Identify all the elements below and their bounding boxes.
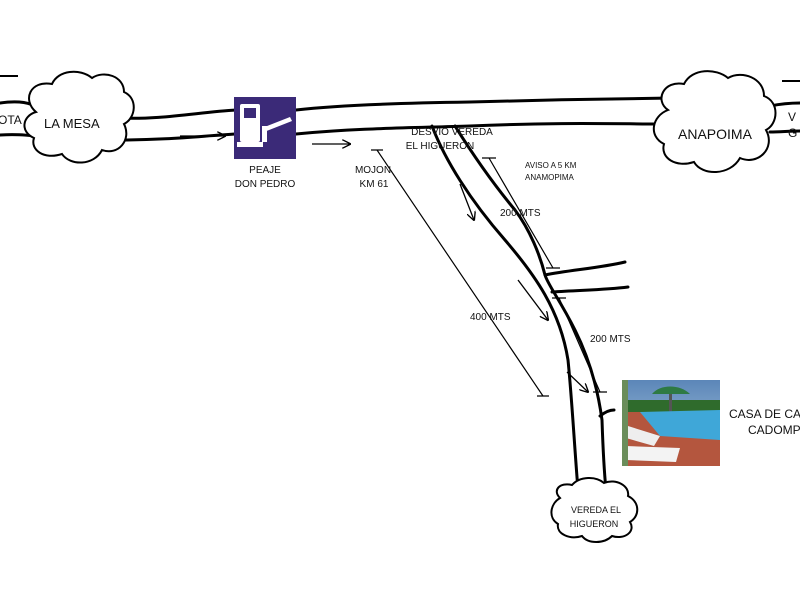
main-highway <box>0 96 800 142</box>
distance-lines <box>371 149 607 397</box>
distance-label-2: 400 MTS <box>470 312 511 323</box>
aviso-label-line2: ANAMOPIMA <box>525 173 575 182</box>
distance-label-3: 200 MTS <box>590 334 631 345</box>
vereda-cloud-label-line2: HIGUERON <box>570 519 619 529</box>
la-mesa-cloud <box>23 70 135 164</box>
la-mesa-label: LA MESA <box>44 116 100 131</box>
aviso-label-line1: AVISO A 5 KM <box>525 161 577 170</box>
branch-roads <box>430 124 630 492</box>
right-edge-town-label-1: V <box>788 110 796 124</box>
direction-arrows <box>180 136 588 392</box>
toll-label-line2: DON PEDRO <box>235 179 296 190</box>
left-edge-town-label: OTA <box>0 113 22 127</box>
junction-label-line1: DESVIO VEREDA <box>411 127 493 138</box>
junction-label-line2: EL HIGUERON <box>406 141 475 152</box>
mojon-label-line2: KM 61 <box>360 179 389 190</box>
anapoima-cloud <box>653 70 777 174</box>
mojon-label-line1: MOJON <box>355 165 391 176</box>
right-edge-town-label-2: G <box>788 126 797 140</box>
destination-label-line1: CASA DE CAM <box>729 407 800 421</box>
distance-label-1: 200 MTS <box>500 208 541 219</box>
toll-booth-icon <box>234 97 296 159</box>
toll-label-line1: PEAJE <box>249 165 281 176</box>
vereda-cloud <box>550 477 639 543</box>
vereda-cloud-label-line1: VEREDA EL <box>571 505 621 515</box>
destination-label-line2: CADOMP <box>748 423 800 437</box>
anapoima-label: ANAPOIMA <box>678 126 753 142</box>
pool-photo <box>622 380 720 466</box>
